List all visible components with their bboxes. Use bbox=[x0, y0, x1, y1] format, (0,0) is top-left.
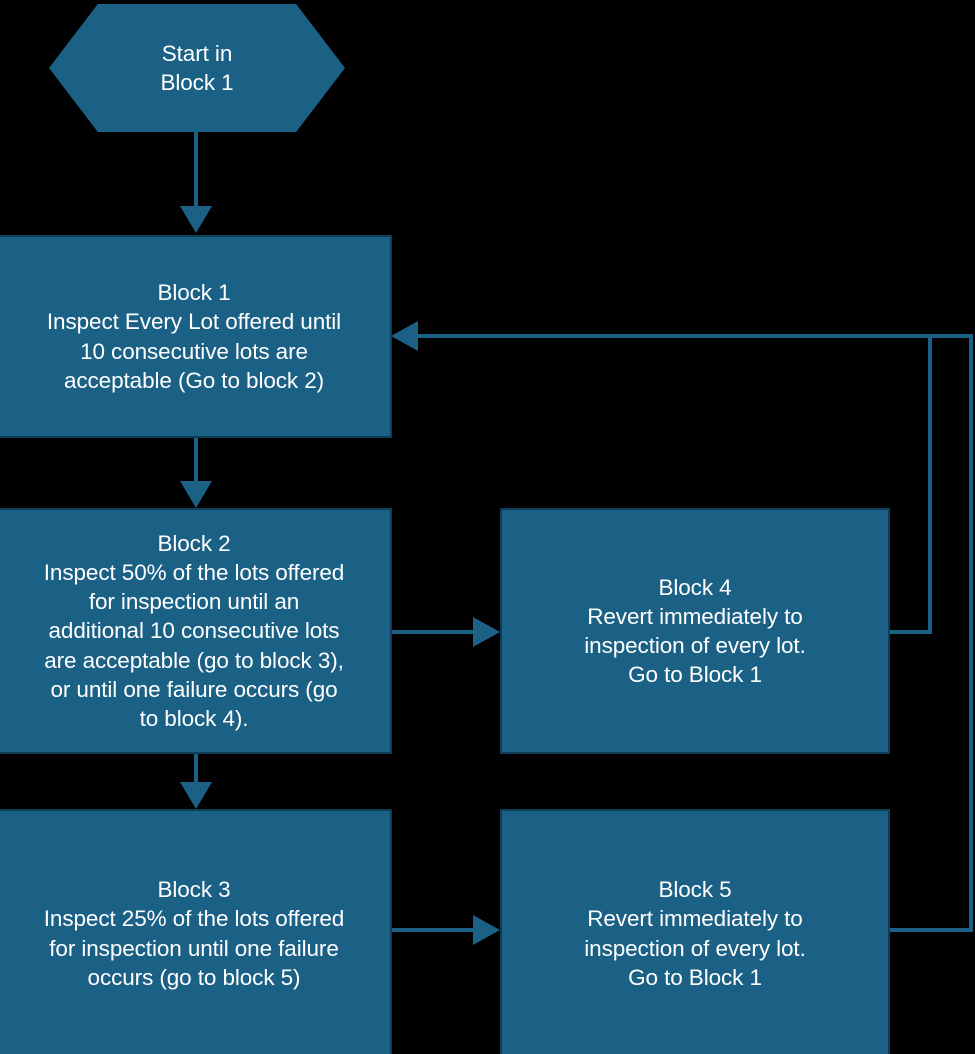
node-start[interactable]: Start in Block 1 bbox=[49, 4, 345, 132]
edge-block2-to-block4 bbox=[392, 617, 500, 647]
node-block-3[interactable]: Block 3 Inspect 25% of the lots offered … bbox=[0, 809, 392, 1054]
node-block-1[interactable]: Block 1 Inspect Every Lot offered until … bbox=[0, 235, 392, 438]
edge-block1-to-block2 bbox=[180, 438, 212, 508]
edge-start-to-block1 bbox=[180, 131, 212, 233]
node-block-4[interactable]: Block 4 Revert immediately to inspection… bbox=[500, 508, 890, 754]
node-block-5[interactable]: Block 5 Revert immediately to inspection… bbox=[500, 809, 890, 1054]
edge-block3-to-block5 bbox=[392, 915, 500, 945]
edge-block2-to-block3 bbox=[180, 754, 212, 809]
node-block-2[interactable]: Block 2 Inspect 50% of the lots offered … bbox=[0, 508, 392, 754]
